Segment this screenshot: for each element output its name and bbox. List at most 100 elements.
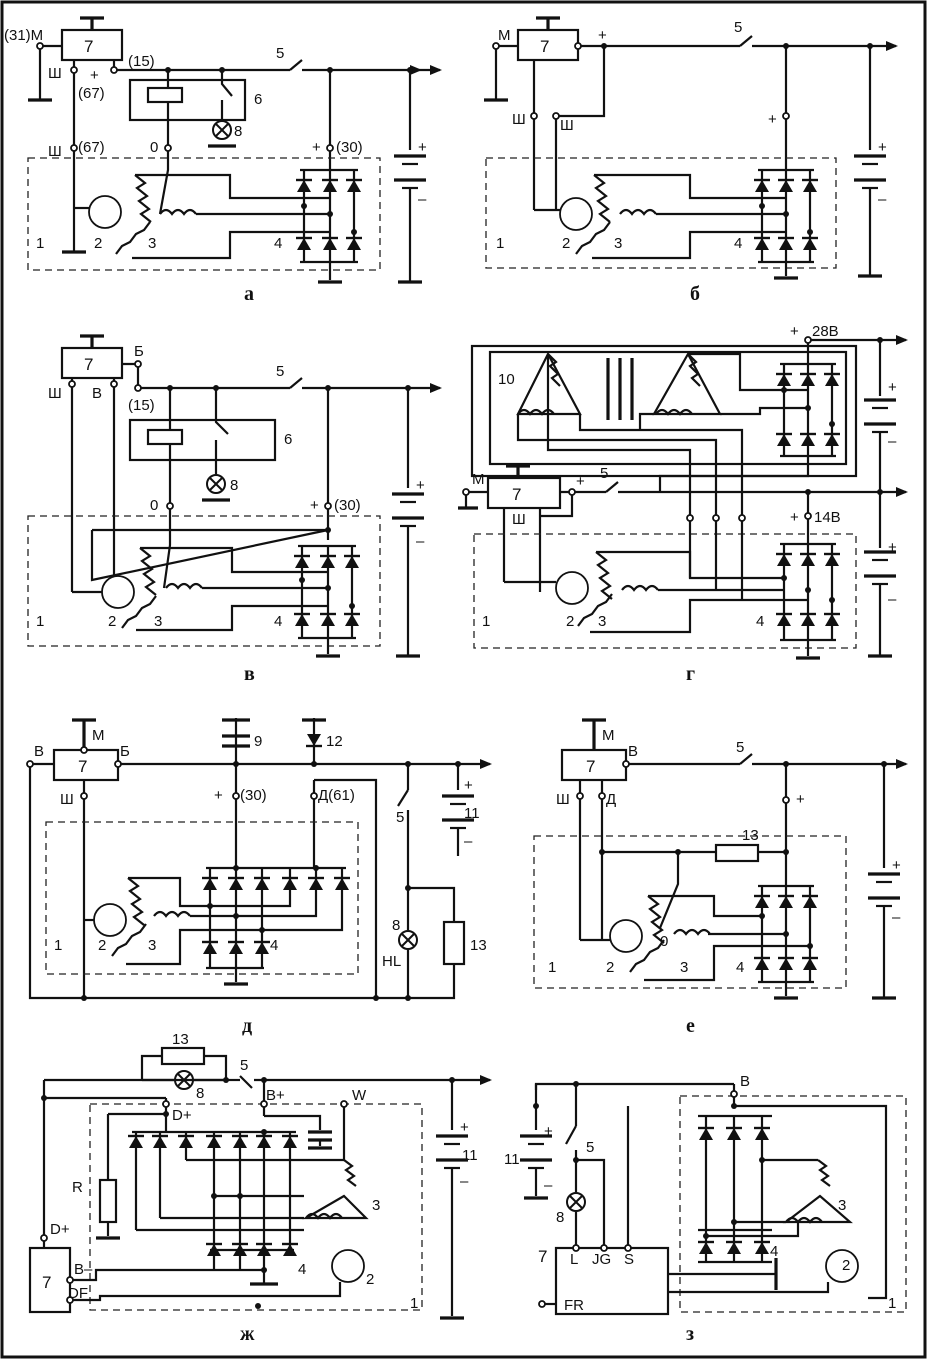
resistor-r [98, 1178, 118, 1224]
text: + [214, 787, 223, 804]
panel-d: М В 7 Б 9 12 Ш + (30) Д(61) + 11 – 5 8 H… [26, 718, 492, 1037]
regulator-7 [516, 28, 580, 62]
text: Б [134, 343, 144, 360]
text: + [888, 539, 897, 556]
text: 4 [270, 937, 278, 954]
text: 4 [756, 613, 764, 630]
text: 8 [234, 123, 242, 140]
regulator-7 [560, 748, 628, 782]
text: R [72, 1179, 83, 1196]
caption-zh: ж [240, 1323, 255, 1345]
text: 4 [298, 1261, 306, 1278]
text: HL [382, 953, 401, 970]
text: Ш [48, 385, 62, 402]
text: FR [564, 1297, 584, 1314]
text: (30) [240, 787, 267, 804]
text: 2 [108, 613, 116, 630]
text: Б [120, 743, 130, 760]
text: 2 [842, 1257, 850, 1274]
label-7: 7 [512, 485, 521, 504]
text: Ш [556, 791, 570, 808]
text: L [570, 1251, 578, 1268]
text: + [416, 477, 425, 494]
text: 3 [154, 613, 162, 630]
text: Ш [60, 791, 74, 808]
text: 11 [462, 1147, 478, 1164]
caption-e: е [686, 1015, 695, 1037]
text: Ш [560, 117, 574, 134]
text: 28В [812, 323, 839, 340]
text: В [628, 743, 638, 760]
panel-z: B + 11 – 5 8 7 L JG S 4 3 2 FR 1 з [504, 1073, 907, 1345]
text: + [892, 857, 901, 874]
text: 6 [254, 91, 262, 108]
text: + [418, 139, 427, 156]
text: В [34, 743, 44, 760]
text: 1 [36, 235, 44, 252]
text: 2 [606, 959, 614, 976]
text: (67) [78, 85, 105, 102]
text: 13 [742, 827, 759, 844]
text: Ш [512, 511, 526, 528]
panel-zh: 13 5 8 B+ W D+ + 11 – R 3 D+ 7 B– DF 4 2… [28, 1031, 492, 1345]
text: 0 [660, 933, 668, 950]
regulator-7 [60, 28, 124, 62]
text: – [416, 533, 425, 550]
text: D+ [172, 1107, 192, 1124]
text: (67) [78, 139, 105, 156]
caption-a: а [244, 283, 254, 305]
regulator-7 [486, 476, 562, 510]
text: – [418, 191, 427, 208]
text: 4 [736, 959, 744, 976]
text: + [888, 379, 897, 396]
text: JG [592, 1251, 611, 1268]
text: + [796, 791, 805, 808]
label-7: 7 [78, 757, 87, 776]
text: 8 [392, 917, 400, 934]
text: + [790, 323, 799, 340]
rotor-2 [88, 195, 122, 229]
rotor-2 [555, 571, 589, 605]
text: 8 [230, 477, 238, 494]
text: + [544, 1123, 553, 1140]
rotor-2 [559, 197, 593, 231]
text: + [768, 111, 777, 128]
text: 5 [276, 363, 284, 380]
resistor-13 [442, 920, 466, 966]
rotor-2 [93, 903, 127, 937]
text: D+ [50, 1221, 70, 1238]
text: Ш [512, 111, 526, 128]
text: 0 [150, 139, 158, 156]
label-7: 7 [540, 37, 549, 56]
text: 0 [150, 497, 158, 514]
text: Ш [48, 65, 62, 82]
text: 1 [548, 959, 556, 976]
text: 12 [326, 733, 343, 750]
text: М [92, 727, 105, 744]
text: 5 [240, 1057, 248, 1074]
text: – [464, 833, 473, 850]
text: (15) [128, 53, 155, 70]
text: 5 [586, 1139, 594, 1156]
text: 5 [276, 45, 284, 62]
label-7: 7 [84, 355, 93, 374]
text: 10 [498, 371, 515, 388]
text: W [352, 1087, 367, 1104]
rotor-2 [825, 1249, 859, 1283]
text: + [598, 27, 607, 44]
resistor-13 [714, 843, 760, 863]
text: 13 [470, 937, 487, 954]
text: 5 [396, 809, 404, 826]
text: 5 [600, 465, 608, 482]
text: 5 [736, 739, 744, 756]
text: 3 [148, 937, 156, 954]
text: + [460, 1119, 469, 1136]
text: S [624, 1251, 634, 1268]
text: 3 [838, 1197, 846, 1214]
text: 1 [888, 1295, 896, 1312]
rotor-2 [609, 919, 643, 953]
text: Ш [48, 143, 62, 160]
text: 9 [254, 733, 262, 750]
text: В [92, 385, 102, 402]
resistor-13 [160, 1046, 206, 1066]
